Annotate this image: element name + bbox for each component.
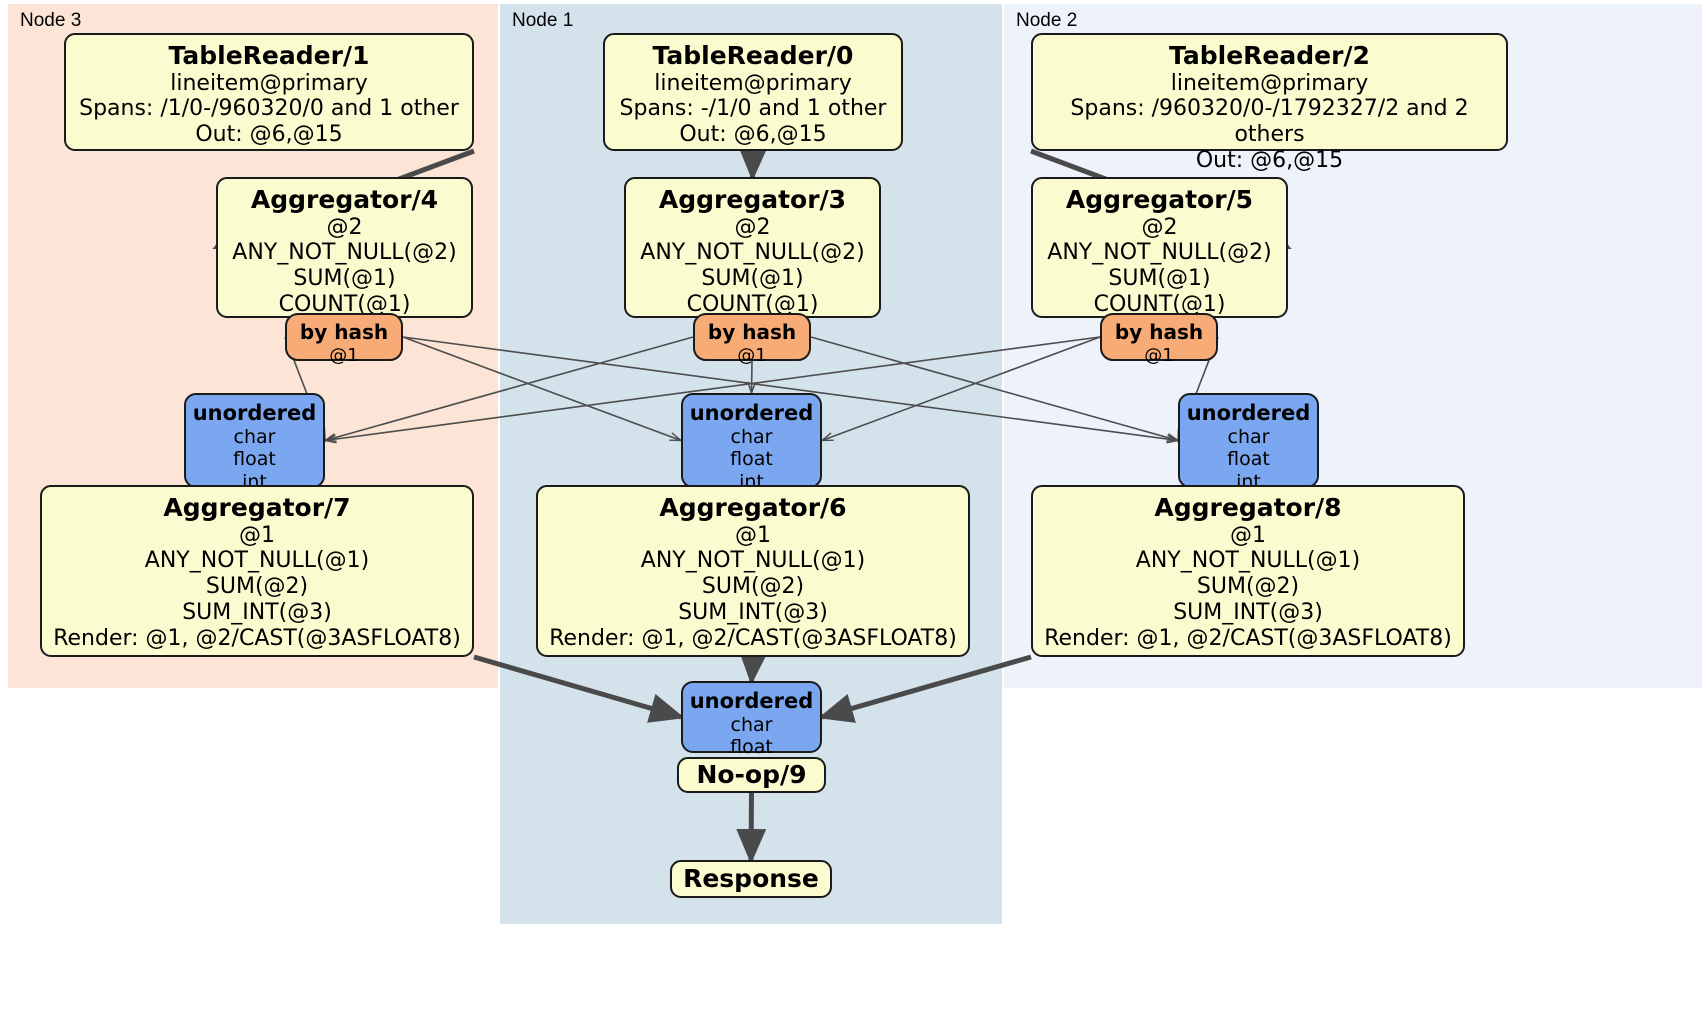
flow-node-response[interactable]: Response xyxy=(670,860,832,898)
flow-node-detail: float xyxy=(1227,448,1270,471)
flow-node-detail: Spans: /1/0-/960320/0 and 1 other xyxy=(79,96,459,122)
flow-node-detail: SUM(@1) xyxy=(1108,266,1211,292)
flow-node-detail: Render: @1, @2/CAST(@3ASFLOAT8) xyxy=(549,626,957,652)
flow-node-title: TableReader/0 xyxy=(652,41,854,70)
flow-node-detail: Out: @6,@15 xyxy=(195,122,343,148)
flow-node-hash3[interactable]: by hash@1 xyxy=(693,313,811,366)
flow-node-detail: @1 xyxy=(735,522,771,548)
flow-node-detail: SUM(@2) xyxy=(205,574,309,600)
flow-node-detail: Spans: /960320/0-/1792327/2 and 2 others xyxy=(1070,96,1469,148)
flow-node-title: by hash xyxy=(1114,320,1204,344)
flow-node-detail: char xyxy=(233,425,276,448)
flow-node-title: Aggregator/3 xyxy=(658,185,847,214)
flow-node-detail: ANY_NOT_NULL(@1) xyxy=(144,548,370,574)
flow-node-detail: SUM_INT(@3) xyxy=(182,600,332,626)
flow-node-title: unordered xyxy=(1186,401,1311,425)
flow-node-detail: @1 xyxy=(239,522,275,548)
flow-node-detail: @2 xyxy=(326,214,363,240)
flow-node-detail: char xyxy=(730,713,773,736)
flow-node-detail: ANY_NOT_NULL(@2) xyxy=(640,240,865,266)
flow-node-detail: Spans: -/1/0 and 1 other xyxy=(619,96,887,122)
flow-node-title: by hash xyxy=(707,320,797,344)
flow-node-title: Aggregator/6 xyxy=(659,493,847,522)
node-region-label: Node 3 xyxy=(20,10,82,31)
flow-node-hash4[interactable]: by hash@1 xyxy=(285,313,403,366)
flow-node-noop9[interactable]: No-op/9 xyxy=(677,757,826,793)
flow-node-detail: ANY_NOT_NULL(@2) xyxy=(1047,240,1272,266)
flow-node-detail: SUM(@1) xyxy=(293,266,396,292)
flow-node-detail: SUM(@1) xyxy=(701,266,804,292)
flow-node-detail: @1 xyxy=(1144,344,1174,366)
flow-node-title: No-op/9 xyxy=(696,760,807,790)
flow-node-detail: @2 xyxy=(734,214,771,240)
flow-node-detail: Render: @1, @2/CAST(@3ASFLOAT8) xyxy=(1044,626,1452,652)
flow-node-detail: @1 xyxy=(1230,522,1266,548)
flow-node-detail: float xyxy=(730,736,773,759)
flow-node-title: TableReader/2 xyxy=(1169,41,1370,70)
flow-node-title: by hash xyxy=(299,320,389,344)
flow-node-detail: SUM_INT(@3) xyxy=(1173,600,1323,626)
flow-node-detail: ANY_NOT_NULL(@1) xyxy=(1135,548,1361,574)
flow-node-title: Aggregator/4 xyxy=(250,185,439,214)
flow-node-title: Aggregator/8 xyxy=(1154,493,1342,522)
flow-node-title: unordered xyxy=(689,689,814,713)
flow-node-title: unordered xyxy=(689,401,814,425)
flow-node-detail: SUM_INT(@3) xyxy=(678,600,828,626)
flow-node-detail: Render: @1, @2/CAST(@3ASFLOAT8) xyxy=(53,626,461,652)
flow-node-detail: Out: @6,@15 xyxy=(679,122,827,148)
flow-node-detail: lineitem@primary xyxy=(1170,70,1369,96)
flow-node-detail: Out: @6,@15 xyxy=(1195,148,1344,174)
flow-node-detail: SUM(@2) xyxy=(1196,574,1300,600)
flow-node-detail: char xyxy=(730,425,773,448)
flow-node-detail: lineitem@primary xyxy=(170,70,368,96)
flow-node-title: Aggregator/7 xyxy=(163,493,351,522)
flow-node-detail: @1 xyxy=(737,344,767,366)
flow-node-title: Aggregator/5 xyxy=(1065,185,1254,214)
flow-node-detail: float xyxy=(233,448,276,471)
flow-node-detail: char xyxy=(1227,425,1270,448)
flow-node-detail: @2 xyxy=(1141,214,1178,240)
flow-node-detail: ANY_NOT_NULL(@2) xyxy=(232,240,457,266)
flow-node-detail: float xyxy=(730,448,773,471)
flow-node-detail: ANY_NOT_NULL(@1) xyxy=(640,548,866,574)
flow-node-title: unordered xyxy=(192,401,317,425)
flow-node-detail: SUM(@2) xyxy=(701,574,805,600)
flow-node-hash5[interactable]: by hash@1 xyxy=(1100,313,1218,366)
flow-node-detail: @1 xyxy=(329,344,359,366)
flow-node-title: TableReader/1 xyxy=(168,41,370,70)
flow-node-detail: lineitem@primary xyxy=(654,70,852,96)
node-region-label: Node 1 xyxy=(512,10,574,31)
node-region-label: Node 2 xyxy=(1016,10,1078,31)
flow-node-title: Response xyxy=(683,864,819,894)
